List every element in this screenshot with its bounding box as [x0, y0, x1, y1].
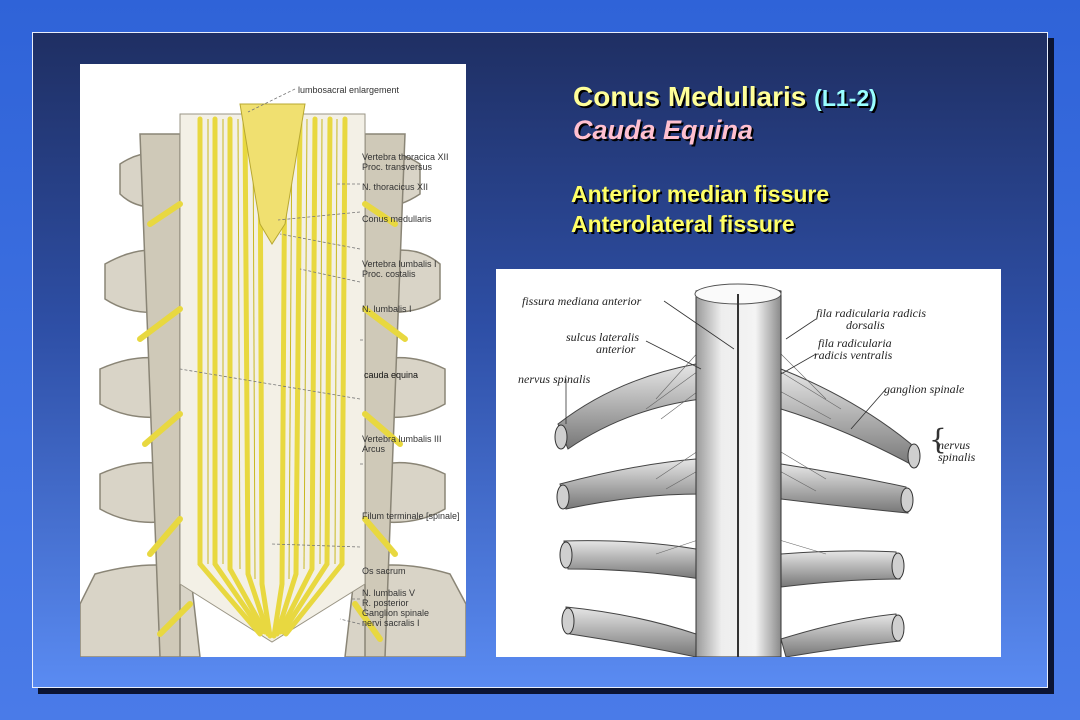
label-r-posterior: R. posterior [362, 598, 409, 608]
label-arcus: Arcus [362, 444, 386, 454]
label-vertebra-lumbalis-3: Vertebra lumbalis III [362, 434, 442, 444]
title-main: Conus Medullaris [573, 81, 807, 112]
label-lumbosacral-enlargement: lumbosacral enlargement [298, 85, 400, 95]
label-n-lumbalis-5: N. lumbalis V [362, 588, 416, 598]
label-ganglion-spinale: ganglion spinale [884, 382, 965, 396]
subtitle-anterolateral-fissure: Anterolateral fissure [571, 211, 795, 237]
label-cauda-equina: cauda equina [364, 370, 419, 380]
label-spinalis: spinalis [938, 450, 976, 464]
spinal-cord-drawing: { [554, 283, 947, 657]
label-fila-radicularia: fila radicularia [818, 336, 892, 350]
label-nervus: nervus [938, 438, 970, 452]
label-anterior: anterior [596, 342, 636, 356]
label-conus-medullaris: Conus medullaris [362, 214, 432, 224]
label-proc-costalis: Proc. costalis [362, 269, 416, 279]
label-n-thoracicus: N. thoracicus XII [362, 182, 429, 192]
label-fissura-mediana: fissura mediana anterior [522, 294, 642, 308]
title-level: (L1-2) [814, 85, 877, 111]
label-sulcus-lateralis: sulcus lateralis [566, 330, 640, 344]
label-fila-radicularia-dorsalis: fila radicularia radicis [816, 306, 927, 320]
subtitle-anterior-median-fissure: Anterior median fissure [571, 181, 830, 207]
slide-title: Conus Medullaris (L1-2) Cauda Equina [573, 81, 877, 146]
label-ganglion-spinale: Ganglion spinale [362, 608, 430, 618]
cauda-equina-illustration: lumbosacral enlargement Vertebra thoraci… [80, 64, 466, 657]
label-os-sacrum: Os sacrum [362, 566, 406, 576]
title-line-1: Conus Medullaris (L1-2) [573, 81, 877, 113]
spine-drawing [80, 88, 466, 657]
label-dorsalis: dorsalis [846, 318, 885, 332]
label-filum-terminale: Filum terminale [spinale] [362, 511, 460, 521]
label-vertebra-lumbalis-1: Vertebra lumbalis I [362, 259, 437, 269]
slide: lumbosacral enlargement Vertebra thoraci… [32, 32, 1048, 688]
label-radicis-ventralis: radicis ventralis [814, 348, 893, 362]
subtitle-list: Anterior median fissure Anterolateral fi… [571, 179, 829, 239]
label-proc-transversus: Proc. transversus [362, 162, 433, 172]
svg-text:{: { [929, 423, 947, 456]
label-vertebra-thoracica: Vertebra thoracica XII [362, 152, 449, 162]
spinal-cord-segment-illustration: { fissura mediana anterior sulcus latera… [496, 269, 1001, 657]
title-line-2: Cauda Equina [573, 115, 754, 145]
label-nervus-spinalis-left: nervus spinalis [518, 372, 591, 386]
label-nervi-sacralis: nervi sacralis I [362, 618, 420, 628]
label-n-lumbalis-1: N. lumbalis I [362, 304, 412, 314]
